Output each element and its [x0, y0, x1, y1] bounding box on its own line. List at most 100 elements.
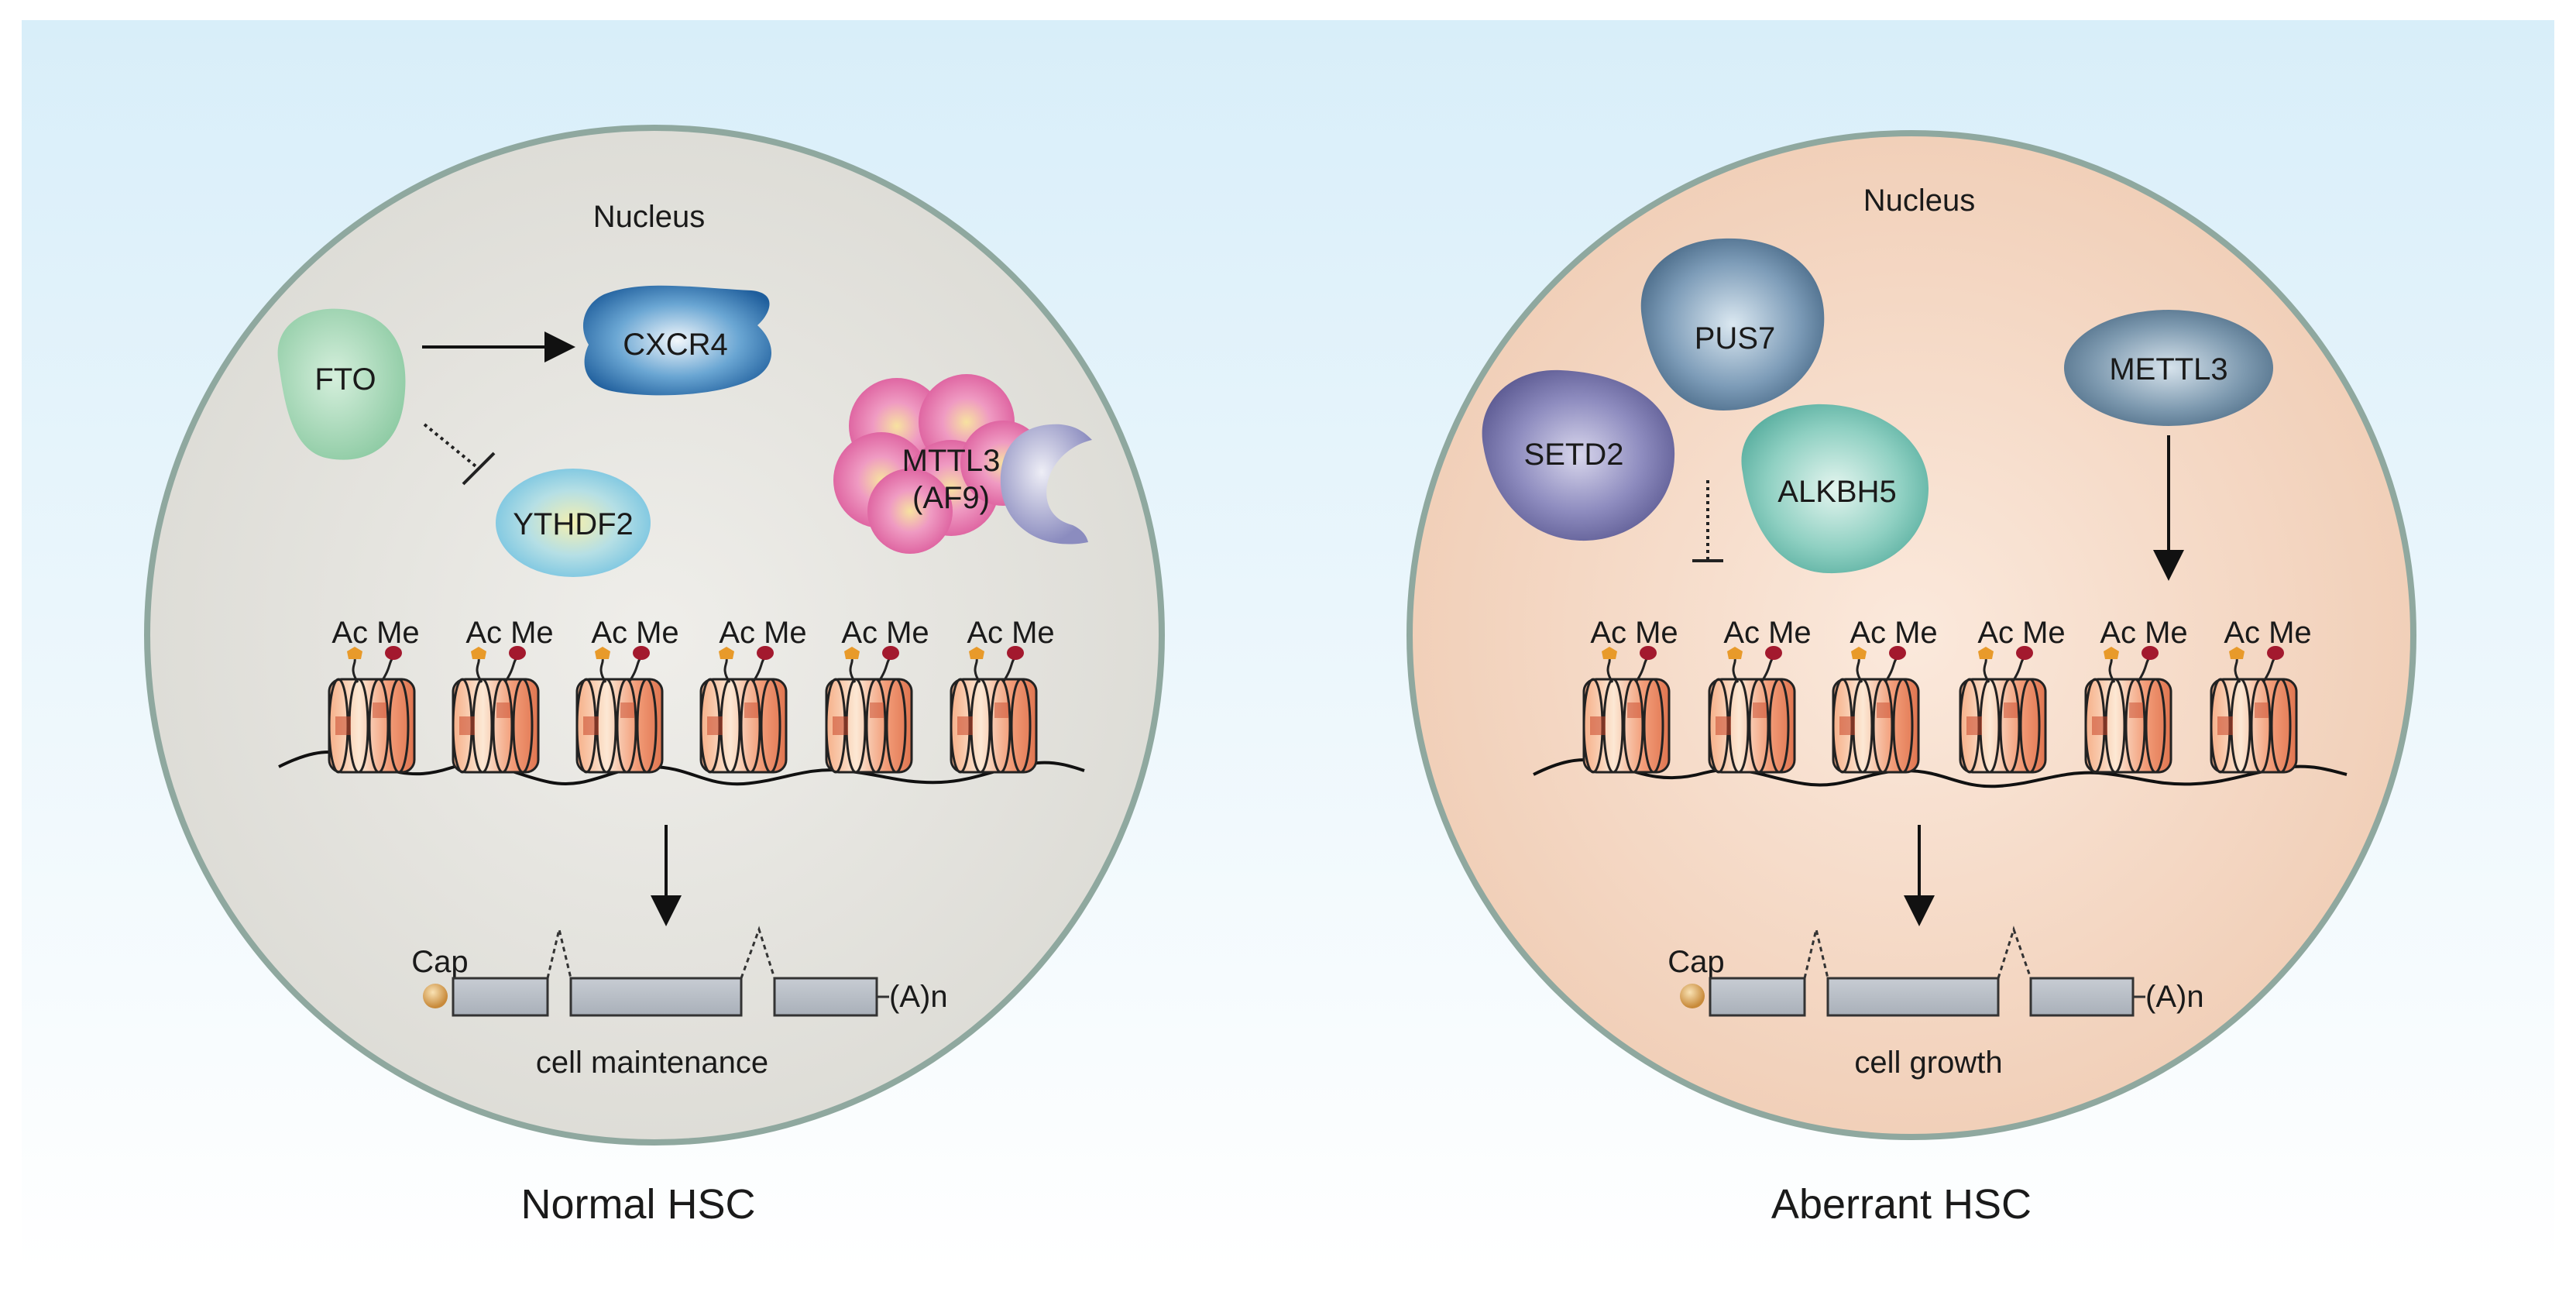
polya-tail-label: (A)n [2145, 980, 2204, 1014]
exon-2 [1826, 977, 2000, 1017]
mettl3-protein: METTL3 [2064, 310, 2273, 426]
methyl-mark [509, 646, 526, 660]
nucleosome [699, 646, 788, 774]
exon-2 [569, 977, 743, 1017]
exon-3 [773, 977, 878, 1017]
methyl-mark [1765, 646, 1782, 660]
exon-1 [452, 977, 549, 1017]
inhibition-dotted-line [1692, 480, 1723, 562]
mettl3-label: METTL3 [2109, 352, 2227, 386]
nucleosome [328, 646, 416, 774]
ac-me-label: Ac Me [719, 616, 806, 650]
nucleosome [1832, 646, 1920, 774]
cxcr4-label: CXCR4 [623, 328, 728, 362]
exon-1 [1709, 977, 1806, 1017]
aberrant-outcome-label: cell growth [1854, 1046, 2002, 1080]
alkbh5-protein: ALKBH5 [1741, 404, 1929, 574]
nucleosome [825, 646, 913, 774]
cxcr4-protein: CXCR4 [582, 285, 772, 396]
mttl3-label-line2: (AF9) [912, 481, 990, 515]
acetyl-mark [595, 647, 610, 659]
ac-me-label: Ac Me [2100, 616, 2187, 650]
alkbh5-label: ALKBH5 [1777, 475, 1896, 509]
pus7-label: PUS7 [1695, 321, 1776, 356]
methyl-mark [1007, 646, 1024, 660]
aberrant-mrna: Cap (A)n cell growth [1668, 926, 2204, 1080]
nucleosome [1708, 646, 1796, 774]
methyl-mark [2142, 646, 2159, 660]
ac-me-label: Ac Me [465, 616, 553, 650]
mttl3-af9-complex: MTTL3 (AF9) [833, 374, 1092, 554]
cap-icon [423, 984, 448, 1008]
nucleosome [950, 646, 1038, 774]
aberrant-nucleus-label: Nucleus [1863, 184, 1976, 218]
nucleosome [2084, 646, 2172, 774]
nucleosome [1959, 646, 2047, 774]
acetyl-mark [471, 647, 486, 659]
ac-me-label: Ac Me [1850, 616, 1937, 650]
acetyl-mark [969, 647, 984, 659]
aberrant-dna-strand [1533, 757, 2348, 788]
pus7-protein: PUS7 [1640, 238, 1825, 410]
aberrant-modification-labels: Ac Me Ac Me Ac Me Ac Me Ac Me Ac Me [1590, 616, 2311, 650]
fto-label: FTO [314, 362, 376, 397]
setd2-protein: SETD2 [1482, 369, 1675, 541]
normal-nucleosomes [328, 646, 1038, 774]
af9-subunit [1000, 424, 1092, 544]
ythdf2-protein: YTHDF2 [496, 469, 651, 577]
fto-protein: FTO [277, 308, 406, 460]
acetyl-mark [719, 647, 734, 659]
acetyl-mark [1602, 647, 1617, 659]
nucleosome [2210, 646, 2298, 774]
ac-me-label: Ac Me [1590, 616, 1678, 650]
setd2-label: SETD2 [1524, 438, 1624, 472]
ythdf2-label: YTHDF2 [513, 507, 634, 541]
normal-modification-labels: Ac Me Ac Me Ac Me Ac Me Ac Me Ac Me [331, 616, 1054, 650]
nucleosome [575, 646, 664, 774]
ac-me-label: Ac Me [1977, 616, 2065, 650]
methyl-mark [1640, 646, 1657, 660]
methyl-mark [385, 646, 402, 660]
acetyl-mark [1727, 647, 1743, 659]
ac-me-label: Ac Me [591, 616, 678, 650]
intron-splice-2 [740, 926, 776, 979]
polya-tail-label: (A)n [889, 980, 948, 1014]
fto-inhibits-ythdf2 [423, 423, 496, 486]
methyl-mark [757, 646, 774, 660]
exon-3 [2029, 977, 2135, 1017]
intron-splice-2 [1997, 926, 2032, 979]
normal-dna-strand [278, 750, 1085, 786]
mttl3-label-line1: MTTL3 [902, 444, 1001, 478]
normal-hsc-panel: Nucleus FTO CXCR4 YTHDF2 [144, 125, 1165, 1228]
methyl-mark [1889, 646, 1906, 660]
acetyl-mark [844, 647, 860, 659]
normal-mrna: Cap (A)n cell maintenance [411, 926, 948, 1080]
acetyl-mark [2229, 647, 2245, 659]
ac-me-label: Ac Me [841, 616, 929, 650]
ac-me-label: Ac Me [967, 616, 1054, 650]
ac-me-label: Ac Me [1723, 616, 1811, 650]
ac-me-label: Ac Me [2224, 616, 2311, 650]
normal-nucleus-label: Nucleus [593, 200, 706, 234]
cap-icon [1680, 984, 1705, 1008]
methyl-mark [882, 646, 899, 660]
normal-outcome-label: cell maintenance [536, 1046, 768, 1080]
cap-label: Cap [411, 945, 468, 979]
normal-hsc-title: Normal HSC [520, 1181, 755, 1228]
aberrant-hsc-panel: Nucleus PUS7 SETD2 ALKBH5 METTL3 [1406, 130, 2416, 1228]
acetyl-mark [1978, 647, 1994, 659]
acetyl-mark [347, 647, 362, 659]
methyl-mark [2016, 646, 2033, 660]
aberrant-hsc-title: Aberrant HSC [1771, 1181, 2032, 1228]
ac-me-label: Ac Me [331, 616, 419, 650]
methyl-mark [2267, 646, 2284, 660]
methyl-mark [633, 646, 650, 660]
nucleosome [1582, 646, 1671, 774]
nucleosome [452, 646, 540, 774]
acetyl-mark [2104, 647, 2119, 659]
cap-label: Cap [1668, 945, 1724, 979]
acetyl-mark [1851, 647, 1867, 659]
aberrant-nucleosomes [1582, 646, 2298, 774]
